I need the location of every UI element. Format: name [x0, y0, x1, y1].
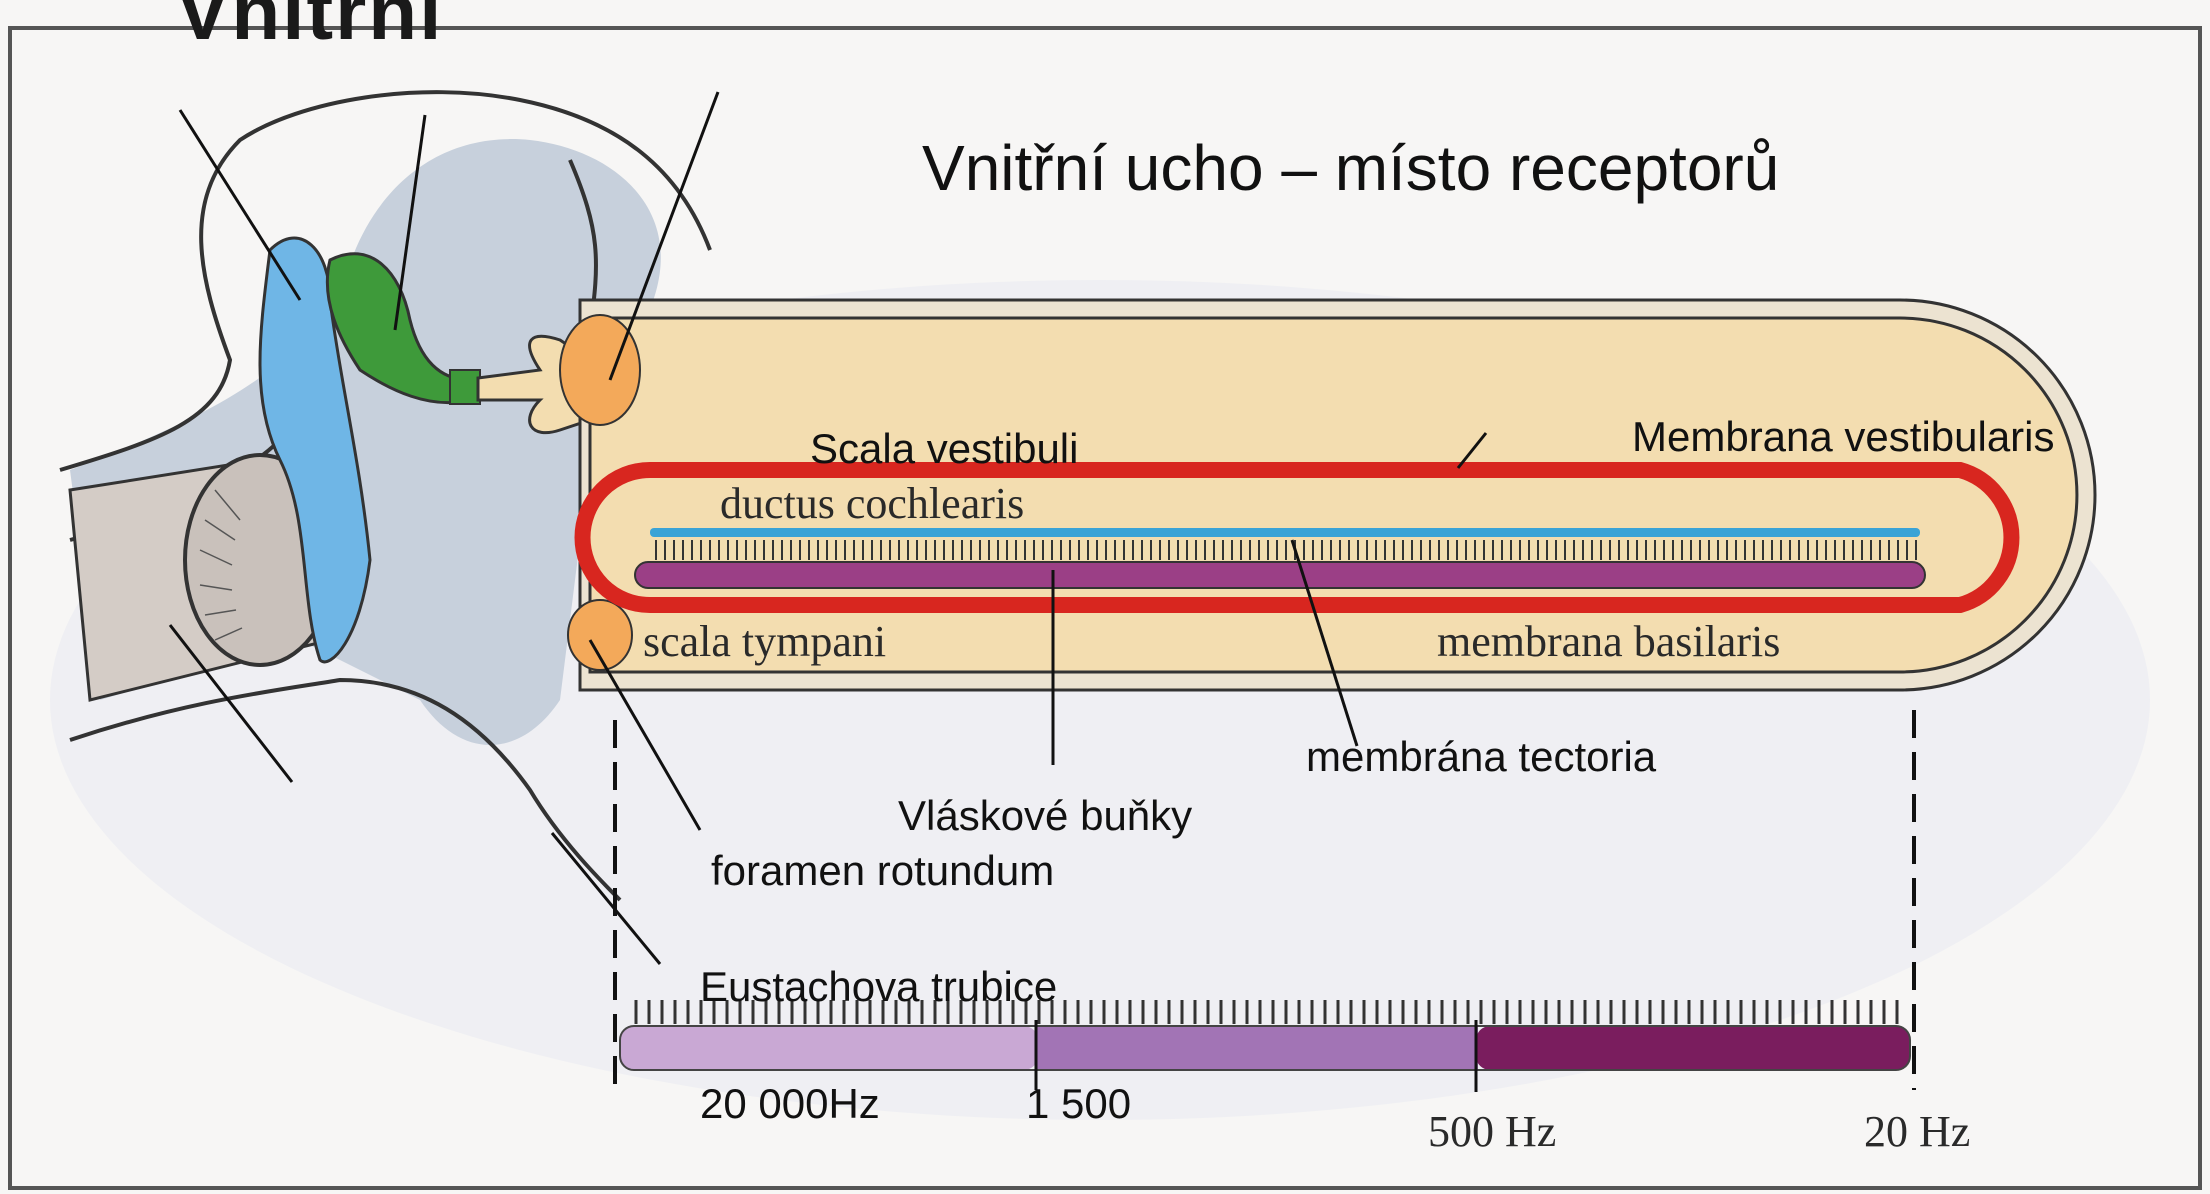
freq-tick-500: 500 Hz	[1428, 1110, 1556, 1154]
freq-tick-20: 20 Hz	[1864, 1110, 1970, 1154]
label-eustachova-trubice: Eustachova trubice	[700, 966, 1057, 1008]
slide-top-heading: Vnitřní	[176, 0, 443, 58]
freq-bar-segment-low	[1476, 1026, 1910, 1070]
freq-bar-segment-mid	[1036, 1026, 1478, 1070]
tectorial-membrane	[650, 528, 1920, 537]
label-ductus-cochlearis: ductus cochlearis	[720, 482, 1024, 526]
freq-tick-20000: 20 000Hz	[700, 1083, 880, 1125]
label-vlaskove-bunky: Vláskové buňky	[898, 795, 1192, 837]
freq-tick-1500: 1 500	[1026, 1083, 1131, 1125]
label-foramen-rotundum: foramen rotundum	[711, 850, 1054, 892]
label-membrana-basilaris: membrana basilaris	[1437, 620, 1780, 664]
slide-title: Vnitřní ucho – místo receptorů	[922, 136, 1779, 200]
label-membrana-tectoria: membrána tectoria	[1306, 736, 1656, 778]
label-scala-tympani: scala tympani	[643, 620, 886, 664]
hair-cells	[656, 540, 1916, 560]
stapes-stem	[450, 370, 480, 404]
freq-bar-segment-high	[620, 1026, 1038, 1070]
label-scala-vestibuli: Scala vestibuli	[810, 428, 1078, 470]
label-membrana-vestibularis: Membrana vestibularis	[1632, 416, 2055, 458]
basilar-membrane	[635, 562, 1925, 588]
